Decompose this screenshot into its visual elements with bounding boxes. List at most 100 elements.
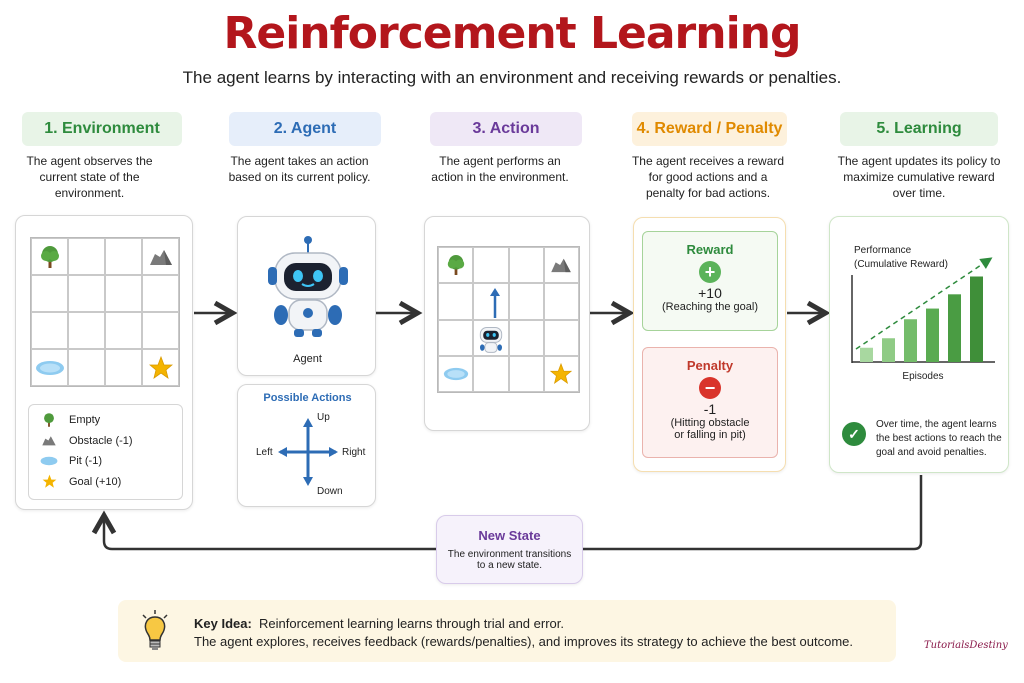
pit-icon	[35, 360, 64, 375]
learning-panel: Performance (Cumulative Reward) Episodes…	[829, 216, 1009, 473]
action-up-label: Up	[317, 412, 330, 423]
grid-cell	[508, 355, 544, 392]
tree-icon	[44, 413, 54, 428]
grid-cell	[508, 283, 544, 320]
grid-cell	[473, 247, 509, 284]
grid-cell	[142, 238, 179, 275]
legend-item: Pit (-1)	[39, 451, 172, 472]
reward-box: Reward + +10 (Reaching the goal)	[642, 231, 778, 331]
grid-cell	[473, 319, 509, 356]
penalty-value: -1	[703, 401, 717, 417]
grid-cell	[543, 319, 579, 356]
reward-penalty-panel: Reward + +10 (Reaching the goal) Penalty…	[633, 217, 786, 472]
new-state-title: New State	[478, 528, 541, 543]
chart-bar	[948, 294, 961, 362]
chart-bar	[926, 308, 939, 362]
step-agent-label: 2. Agent	[273, 120, 337, 137]
grid-cell	[31, 312, 68, 349]
plus-icon: +	[699, 261, 721, 283]
action-down-label: Down	[317, 486, 343, 497]
grid-cell	[508, 247, 544, 284]
legend-item: Empty	[39, 410, 172, 431]
new-state-desc-line2: to a new state.	[476, 560, 543, 571]
reward-value: +10	[698, 285, 722, 301]
grid-cell	[31, 238, 68, 275]
step-agent-header: 2. Agent	[229, 112, 381, 146]
check-icon: ✓	[842, 422, 866, 446]
robot-icon	[268, 236, 348, 337]
legend-item: Obstacle (-1)	[39, 431, 172, 452]
step-environment-header: 1. Environment	[22, 112, 182, 146]
action-grid	[437, 246, 580, 393]
page-title: Reinforcement Learning	[223, 8, 802, 59]
rock-icon	[551, 258, 572, 273]
environment-legend: Empty Obstacle (-1) Pit (-1) Goal (+10)	[28, 404, 183, 500]
grid-cell	[68, 275, 105, 312]
reward-title: Reward	[686, 242, 734, 257]
grid-cell	[543, 247, 579, 284]
legend-label: Empty	[69, 414, 101, 427]
step-reward-label: 4. Reward / Penalty	[636, 120, 783, 137]
grid-cell	[105, 238, 142, 275]
tree-icon	[40, 245, 59, 268]
legend-label: Pit (-1)	[69, 455, 102, 468]
new-state-box: New State The environment transitions to…	[436, 515, 583, 584]
penalty-note-line1: (Hitting obstacle	[670, 417, 750, 429]
action-panel	[424, 216, 590, 431]
step-action-label: 3. Action	[472, 120, 540, 137]
chart-xlabel: Episodes	[902, 371, 944, 382]
grid-cell	[68, 349, 105, 386]
key-idea-label: Key Idea:	[194, 616, 252, 631]
star-icon	[42, 474, 56, 488]
legend-label: Goal (+10)	[69, 475, 122, 488]
performance-chart	[851, 257, 995, 363]
grid-cell	[438, 319, 474, 356]
grid-cell	[438, 283, 474, 320]
step-agent-desc: The agent takes an action based on its c…	[228, 154, 371, 184]
key-idea-box: Key Idea: Reinforcement learning learns …	[118, 600, 896, 662]
learning-note: Over time, the agent learns the best act…	[876, 419, 1002, 458]
star-icon	[550, 362, 573, 384]
tree-icon	[447, 255, 464, 276]
step-action-desc: The agent performs an action in the envi…	[431, 154, 569, 184]
legend-label: Obstacle (-1)	[69, 434, 133, 447]
grid-cell	[68, 312, 105, 349]
grid-cell	[543, 355, 579, 392]
legend-item: Goal (+10)	[39, 472, 172, 493]
grid-cell	[473, 283, 509, 320]
direction-arrows-icon	[278, 418, 338, 486]
chart-ylabel-line1: Performance	[854, 245, 912, 256]
chart-bar	[860, 347, 873, 362]
step-action-header: 3. Action	[430, 112, 582, 146]
step-learning-header: 5. Learning	[840, 112, 998, 146]
grid-cell	[142, 349, 179, 386]
key-idea-text1: Reinforcement learning learns through tr…	[259, 616, 564, 631]
grid-cell	[142, 312, 179, 349]
penalty-note-line2: or falling in pit)	[674, 429, 746, 441]
chart-ylabel-line2: (Cumulative Reward)	[854, 259, 948, 270]
step-learning-label: 5. Learning	[876, 120, 962, 137]
agent-panel: Agent	[237, 216, 376, 376]
grid-cell	[142, 275, 179, 312]
penalty-box: Penalty − -1 (Hitting obstacle or fallin…	[642, 347, 778, 458]
reward-note: (Reaching the goal)	[661, 301, 758, 313]
penalty-title: Penalty	[686, 358, 734, 373]
step-reward-desc: The agent receives a reward for good act…	[631, 154, 785, 200]
grid-cell	[31, 349, 68, 386]
chart-bar	[970, 276, 983, 362]
possible-actions-panel: Possible Actions Up Down Left Right	[237, 384, 376, 507]
grid-cell	[543, 283, 579, 320]
chart-bar	[882, 338, 895, 362]
step-reward-header: 4. Reward / Penalty	[632, 112, 787, 146]
star-icon	[148, 355, 173, 379]
grid-cell	[105, 275, 142, 312]
step-environment-desc: The agent observes the current state of …	[26, 154, 153, 200]
grid-cell	[438, 247, 474, 284]
environment-grid	[30, 237, 180, 387]
action-right-label: Right	[342, 447, 366, 458]
minus-icon: −	[699, 377, 721, 399]
brand-logo: TutorialsDestiny	[924, 640, 1008, 651]
key-idea-text2: The agent explores, receives feedback (r…	[194, 634, 854, 649]
grid-cell	[68, 238, 105, 275]
environment-panel: Empty Obstacle (-1) Pit (-1) Goal (+10)	[15, 215, 193, 510]
